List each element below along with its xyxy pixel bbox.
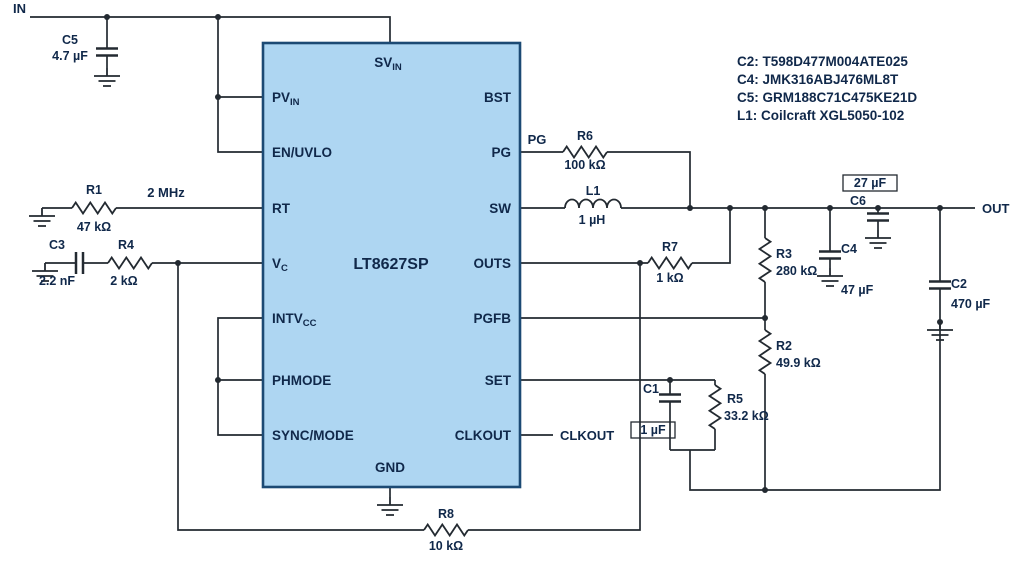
pin-label-pvin: PVIN [272, 90, 300, 108]
pin-label-pgfb: PGFB [473, 311, 511, 326]
pin-label-set: SET [485, 373, 512, 388]
resistor-r2-value: 49.9 kΩ [776, 356, 821, 370]
capacitor-c1-value-box [630, 421, 676, 439]
circuit-wires [30, 16, 975, 531]
resistor-r7: R7 1 kΩ [647, 240, 693, 285]
inductor-l1-ref: L1 [586, 184, 601, 198]
capacitor-c6: C6 27 µF [842, 174, 898, 222]
pin-label-en-uvlo: EN/UVLO [272, 145, 332, 160]
capacitor-c4-ref: C4 [841, 242, 857, 256]
resistor-r2-ref: R2 [776, 339, 792, 353]
resistor-icon [758, 237, 772, 283]
capacitor-icon [657, 393, 683, 403]
resistor-r6: R6 100 kΩ [562, 129, 608, 172]
capacitor-icon [927, 280, 953, 290]
note-line-c4: C4: JMK316ABJ476ML8T [737, 72, 899, 87]
note-line-l1: L1: Coilcraft XGL5050-102 [737, 108, 904, 123]
capacitor-icon [94, 47, 120, 57]
inductor-icon [564, 198, 622, 209]
net-label-pg: PG [528, 132, 547, 147]
resistor-r4: R4 2 kΩ [107, 238, 153, 288]
net-labels: IN OUT PG CLKOUT 2 MHz [13, 1, 1010, 443]
resistor-r4-value: 2 kΩ [110, 274, 137, 288]
resistor-r1-value: 47 kΩ [77, 220, 111, 234]
resistor-r5: R5 33.2 kΩ [708, 384, 769, 430]
capacitor-c4-value: 47 µF [841, 283, 874, 297]
inductor-l1-value: 1 µH [579, 213, 606, 227]
pin-label-phmode: PHMODE [272, 373, 331, 388]
capacitor-c1-value: 1 µF [640, 423, 666, 437]
resistor-icon [708, 384, 722, 430]
pin-label-svin: SVIN [374, 55, 402, 73]
pin-label-sw: SW [489, 201, 511, 216]
capacitor-c1-ref: C1 [643, 382, 659, 396]
frequency-label: 2 MHz [147, 185, 185, 200]
resistor-r8: R8 10 kΩ [423, 507, 469, 553]
capacitor-c5-ref: C5 [62, 33, 78, 47]
resistor-r3-value: 280 kΩ [776, 264, 817, 278]
ground-icon [93, 67, 121, 87]
resistor-icon [423, 523, 469, 537]
pin-label-outs: OUTS [473, 256, 511, 271]
capacitor-icon [817, 250, 843, 260]
pin-label-intvcc: INTVCC [272, 311, 317, 329]
capacitor-c6-value: 27 µF [854, 176, 887, 190]
resistor-r8-ref: R8 [438, 507, 454, 521]
pin-label-gnd: GND [375, 460, 405, 475]
resistor-r3-ref: R3 [776, 247, 792, 261]
resistor-r8-value: 10 kΩ [429, 539, 463, 553]
net-label-clkout: CLKOUT [560, 428, 614, 443]
resistor-r7-ref: R7 [662, 240, 678, 254]
ground-icon [28, 207, 56, 227]
capacitor-c5-value: 4.7 µF [52, 49, 88, 63]
capacitor-c4: C4 47 µF [817, 242, 874, 297]
ground-icon [376, 496, 404, 516]
resistor-icon [758, 329, 772, 375]
pin-label-rt: RT [272, 201, 291, 216]
capacitor-c2: C2 470 µF [927, 277, 991, 311]
inductor-l1: L1 1 µH [564, 184, 622, 227]
ic-lt8627sp: LT8627SP SVIN GND PVIN EN/UVLO RT VC INT… [261, 41, 522, 489]
resistor-r5-value: 33.2 kΩ [724, 409, 769, 423]
pin-label-clkout: CLKOUT [455, 428, 512, 443]
ic-name: LT8627SP [353, 256, 429, 273]
capacitor-c3-ref: C3 [49, 238, 65, 252]
ground-icon [864, 229, 892, 249]
resistor-r1: R1 47 kΩ [71, 183, 117, 234]
resistor-icon [71, 201, 117, 215]
capacitor-c2-value: 470 µF [951, 297, 991, 311]
capacitor-icon [74, 250, 85, 276]
pin-label-pg: PG [491, 145, 511, 160]
pin-label-sync-mode: SYNC/MODE [272, 428, 354, 443]
resistor-r6-value: 100 kΩ [564, 158, 605, 172]
pin-label-vc: VC [272, 256, 288, 274]
component-notes: C2: T598D477M004ATE025 C4: JMK316ABJ476M… [737, 54, 917, 123]
resistor-icon [647, 256, 693, 270]
capacitor-c2-ref: C2 [951, 277, 967, 291]
capacitor-c6-ref: C6 [850, 194, 866, 208]
resistor-icon [107, 256, 153, 270]
pin-label-bst: BST [484, 90, 512, 105]
resistor-r3: R3 280 kΩ [758, 237, 817, 283]
resistor-r7-value: 1 kΩ [656, 271, 683, 285]
note-line-c5: C5: GRM188C71C475KE21D [737, 90, 917, 105]
capacitor-c6-value-box [842, 174, 898, 192]
resistor-r2: R2 49.9 kΩ [758, 329, 821, 375]
capacitor-c3-value: 2.2 nF [39, 274, 75, 288]
ic-body [261, 41, 522, 489]
resistor-r6-ref: R6 [577, 129, 593, 143]
capacitor-icon [865, 212, 891, 222]
capacitor-c3: C3 2.2 nF [39, 238, 85, 288]
ground-icon [816, 267, 844, 287]
resistor-r4-ref: R4 [118, 238, 134, 252]
resistor-icon [562, 145, 608, 159]
resistor-r5-ref: R5 [727, 392, 743, 406]
net-label-out: OUT [982, 201, 1010, 216]
net-label-in: IN [13, 1, 26, 16]
capacitor-c5: C5 4.7 µF [52, 33, 120, 63]
capacitor-c1: C1 1 µF [630, 382, 683, 439]
resistor-r1-ref: R1 [86, 183, 102, 197]
note-line-c2: C2: T598D477M004ATE025 [737, 54, 908, 69]
